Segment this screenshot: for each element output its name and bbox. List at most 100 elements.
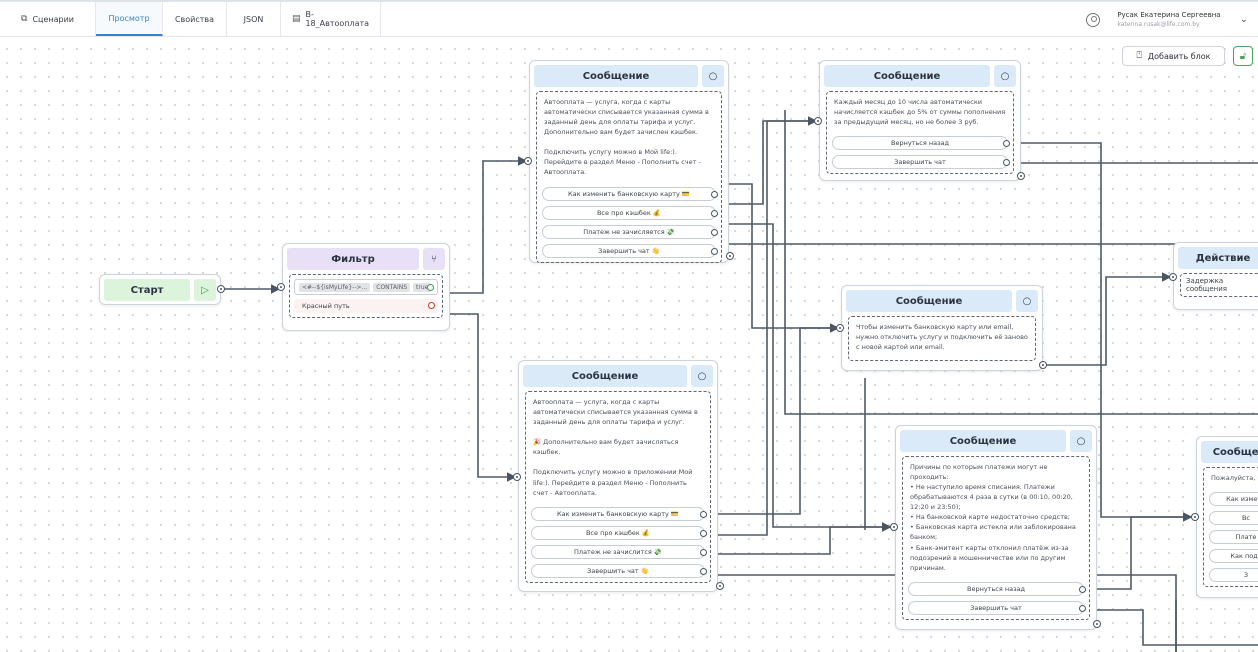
option-port[interactable]: [711, 228, 718, 236]
node-title: Сообщение: [1201, 441, 1258, 463]
copy-icon: ⧉: [21, 14, 28, 24]
message-node[interactable]: Сообщение Пожалуйста, в Как измени Вс Пл…: [1196, 436, 1258, 598]
node-title: Фильтр: [287, 248, 419, 270]
tab-scenarios[interactable]: ⧉ Сценарии: [0, 2, 96, 36]
tab-json[interactable]: JSON: [227, 2, 281, 36]
message-output-port[interactable]: [1093, 620, 1101, 628]
chat-bubble-icon[interactable]: ○: [1016, 290, 1038, 312]
message-text: Чтобы изменить банковскую карту или emai…: [856, 323, 1028, 352]
tab-preview[interactable]: Просмотр: [96, 2, 163, 36]
option-port[interactable]: [1079, 604, 1086, 612]
node-title: Сообщение: [534, 65, 698, 87]
red-path-port[interactable]: [428, 302, 435, 309]
option-button[interactable]: З: [1209, 568, 1258, 583]
node-title: Сообщение: [846, 290, 1012, 312]
red-path-row[interactable]: Красный путь: [294, 299, 438, 313]
message-node[interactable]: Сообщение ○ Каждый месяц до 10 числа авт…: [819, 60, 1021, 181]
block-icon: ⍞: [1136, 51, 1142, 61]
tab-label: Свойства: [174, 14, 215, 24]
option-button[interactable]: Вернуться назад: [832, 136, 1010, 151]
option-button[interactable]: Как подк: [1209, 549, 1258, 564]
node-title: Сообщение: [900, 430, 1066, 452]
filter-condition[interactable]: <#--${isMyLife}-->... CONTAINS true: [294, 279, 438, 295]
action-node[interactable]: Действие Задержка сообщения: [1173, 242, 1258, 310]
chat-bubble-icon[interactable]: ○: [691, 365, 713, 387]
node-title: Действие: [1178, 247, 1258, 269]
message-input-port[interactable]: [513, 473, 521, 481]
option-port[interactable]: [700, 510, 707, 518]
node-title: Сообщение: [523, 365, 687, 387]
tab-label: B-18_Автооплата: [305, 10, 370, 28]
tab-label: Сценарии: [32, 14, 74, 24]
document-icon: ▤: [291, 14, 301, 24]
message-text: Автооплата — услуга, когда с карты автом…: [544, 98, 709, 177]
user-menu[interactable]: Русак Екатерина Сергеевна katerina.rusak…: [1086, 2, 1248, 37]
option-button[interactable]: Вс: [1209, 511, 1258, 526]
option-port[interactable]: [711, 209, 718, 217]
message-text: Каждый месяц до 10 числа автоматически н…: [834, 98, 1006, 127]
unlock-icon[interactable]: 🔓︎: [1233, 46, 1253, 66]
option-button[interactable]: Плате: [1209, 530, 1258, 545]
message-input-port[interactable]: [836, 324, 844, 332]
option-button[interactable]: Платеж не зачислится 💸: [531, 544, 707, 559]
option-port[interactable]: [700, 548, 707, 556]
chat-bubble-icon[interactable]: ○: [1070, 430, 1092, 452]
option-button[interactable]: Как изменить банковскую карту 💳: [531, 506, 707, 521]
option-button[interactable]: Завершить чат: [832, 155, 1010, 170]
message-input-port[interactable]: [890, 523, 898, 531]
message-node[interactable]: Сообщение ○ Причины по которым платежи м…: [895, 425, 1097, 630]
node-title: Старт: [104, 279, 190, 301]
option-button[interactable]: Все про кэшбек 💰: [531, 525, 707, 540]
tab-properties[interactable]: Свойства: [163, 2, 227, 36]
option-button[interactable]: Завершить чат 👋: [542, 243, 718, 258]
message-input-port[interactable]: [524, 157, 532, 165]
message-output-port[interactable]: [1017, 172, 1025, 180]
tab-label: Просмотр: [108, 13, 150, 23]
tab-scenario-file[interactable]: ▤ B-18_Автооплата: [281, 2, 381, 36]
user-email: katerina.rusak@life.com.by: [1117, 21, 1200, 28]
top-bar: ⧉ Сценарии Просмотр Свойства JSON ▤ B-18…: [0, 0, 1258, 37]
message-input-port[interactable]: [814, 117, 822, 125]
option-button[interactable]: Как изменить банковскую карту 💳: [542, 186, 718, 201]
option-button[interactable]: Платеж не зачисляется 💸: [542, 224, 718, 239]
chat-bubble-icon[interactable]: ○: [994, 65, 1016, 87]
message-text: Причины по которым платежи могут не прох…: [910, 463, 1076, 572]
start-output-port[interactable]: [217, 285, 225, 293]
option-button[interactable]: Как измени: [1209, 492, 1258, 507]
chevron-down-icon[interactable]: ⌄: [1239, 14, 1248, 25]
play-icon[interactable]: ▷: [194, 279, 216, 301]
node-title: Сообщение: [824, 65, 990, 87]
message-output-port[interactable]: [1039, 361, 1047, 369]
option-port[interactable]: [1003, 140, 1010, 148]
message-node[interactable]: Сообщение ○ Чтобы изменить банковскую ка…: [841, 285, 1043, 371]
start-node[interactable]: Старт ▷: [99, 274, 221, 305]
chat-bubble-icon[interactable]: ○: [702, 65, 724, 87]
option-button[interactable]: Вернуться назад: [908, 581, 1086, 596]
option-button[interactable]: Все про кэшбек 💰: [542, 205, 718, 220]
option-button[interactable]: Завершить чат 👋: [531, 563, 707, 578]
fork-icon[interactable]: ⑂: [423, 248, 445, 270]
action-item: Задержка сообщения: [1186, 277, 1227, 293]
message-node[interactable]: Сообщение ○ Автооплата — услуга, когда с…: [518, 360, 718, 592]
avatar: [1086, 12, 1101, 27]
message-input-port[interactable]: [1191, 513, 1199, 521]
message-text: Автооплата — услуга, когда с карты автом…: [533, 398, 698, 497]
option-port[interactable]: [1079, 585, 1086, 593]
tab-label: JSON: [243, 14, 264, 24]
message-output-port[interactable]: [726, 252, 734, 260]
option-port[interactable]: [711, 247, 718, 255]
add-block-button[interactable]: ⍞ Добавить блок: [1122, 46, 1225, 66]
option-port[interactable]: [711, 190, 718, 198]
filter-input-port[interactable]: [277, 283, 285, 291]
option-port[interactable]: [1003, 159, 1010, 167]
message-output-port[interactable]: [716, 582, 724, 590]
message-node[interactable]: Сообщение ○ Автооплата — услуга, когда с…: [529, 60, 729, 263]
true-output-port[interactable]: [427, 284, 434, 291]
filter-node[interactable]: Фильтр ⑂ <#--${isMyLife}-->... CONTAINS …: [282, 243, 450, 331]
option-port[interactable]: [700, 529, 707, 537]
option-button[interactable]: Завершить чат: [908, 600, 1086, 615]
option-port[interactable]: [700, 567, 707, 575]
user-name: Русак Екатерина Сергеевна: [1117, 11, 1221, 19]
action-input-port[interactable]: [1169, 273, 1177, 281]
